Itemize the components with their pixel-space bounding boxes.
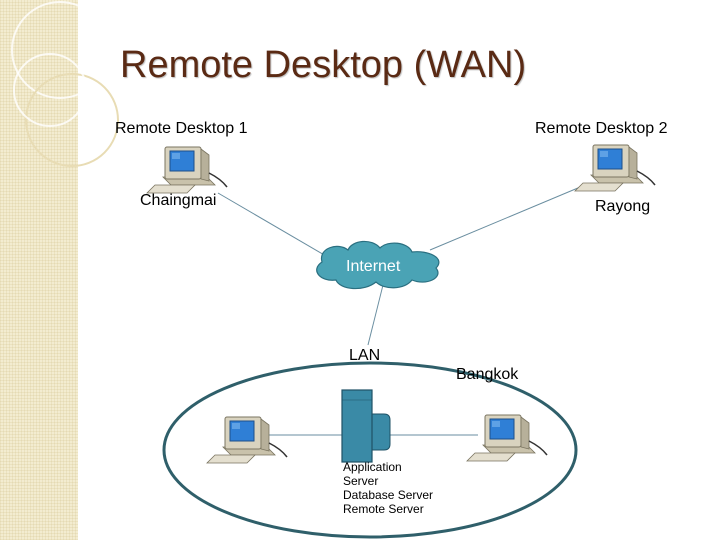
lan-boundary — [162, 361, 578, 539]
rd2-location: Rayong — [595, 198, 651, 215]
slide-title: Remote Desktop (WAN) — [120, 44, 527, 86]
computer-icon-rd2 — [574, 144, 656, 192]
computer-icon-rd1 — [146, 146, 228, 194]
computer-icon-lan-right — [466, 414, 548, 462]
server-tower-icon — [371, 413, 391, 451]
rd2-label: Remote Desktop 2 — [535, 120, 668, 137]
server-line-1: Application — [343, 460, 402, 474]
lan-label: LAN — [349, 347, 381, 364]
cloud-icon — [316, 240, 440, 290]
rd1-label: Remote Desktop 1 — [115, 120, 248, 137]
internet-label: Internet — [346, 258, 401, 275]
server-line-4: Remote Server — [343, 502, 424, 516]
server-description: Application Server Database Server Remot… — [343, 460, 433, 516]
bangkok-label: Bangkok — [456, 366, 519, 383]
computer-icon-lan-left — [206, 416, 288, 464]
link-rd2-internet — [429, 184, 586, 251]
rd1-location: Chaingmai — [140, 192, 217, 209]
database-cylinder-icon — [341, 389, 373, 463]
server-line-3: Database Server — [343, 488, 434, 502]
server-line-2: Server — [343, 474, 379, 488]
link-internet-lan — [367, 284, 384, 346]
